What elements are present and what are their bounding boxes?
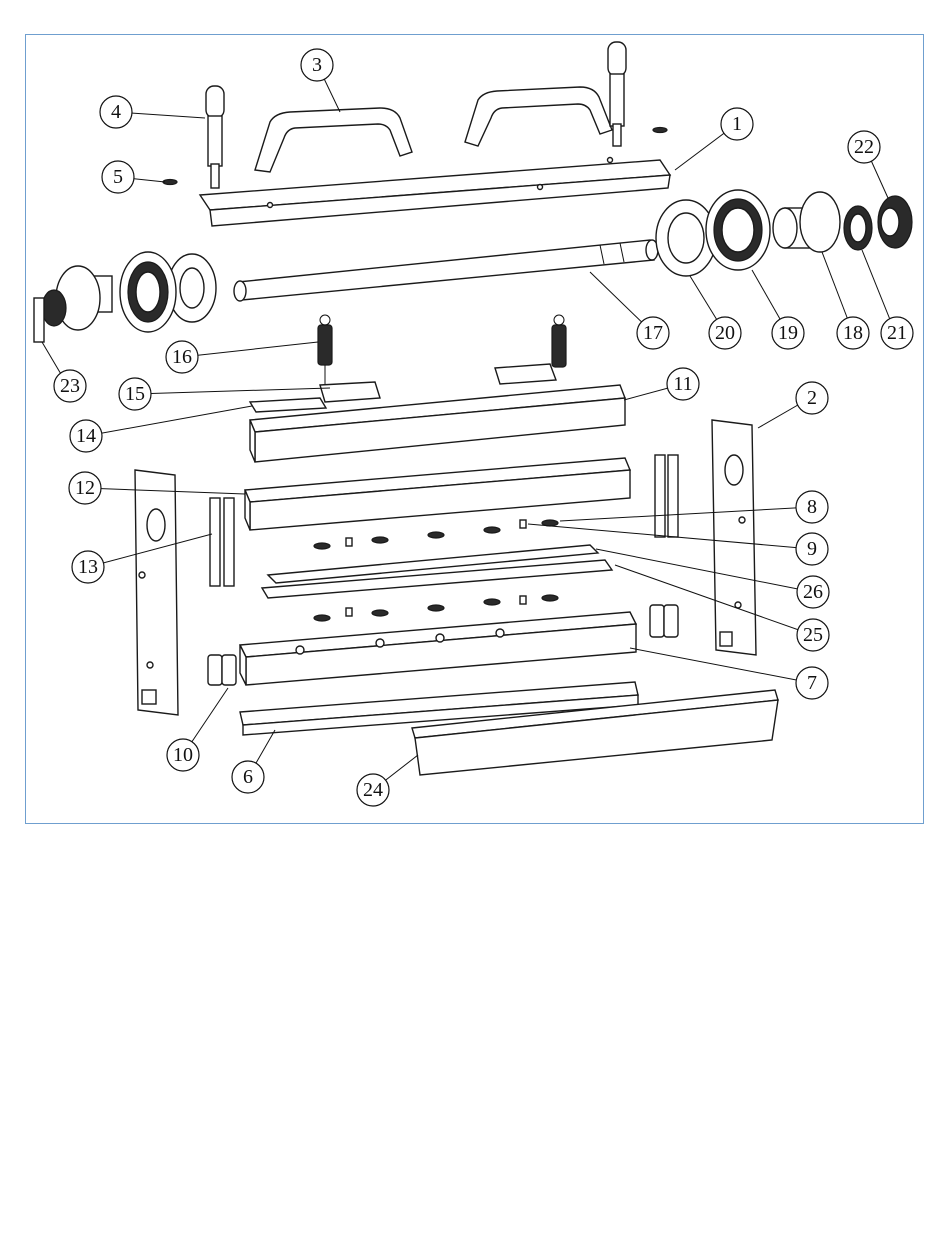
callout-21: 21 (881, 317, 913, 349)
callout-10: 10 (167, 739, 199, 771)
callout-26: 26 (797, 576, 829, 608)
part-side-plate-right (712, 420, 756, 655)
part-bracket-right (495, 364, 556, 384)
part-spring-right (552, 315, 566, 367)
part-pin-left (206, 86, 224, 188)
svg-text:5: 5 (113, 166, 123, 188)
callout-17: 17 (637, 317, 669, 349)
callout-4: 4 (100, 96, 132, 128)
part-bearing-21 (844, 206, 872, 250)
part-hub-18 (773, 192, 840, 252)
svg-text:19: 19 (778, 322, 798, 344)
part-bracket-15 (320, 382, 380, 402)
svg-text:24: 24 (363, 779, 383, 801)
callout-3: 3 (301, 49, 333, 81)
callout-9: 9 (796, 533, 828, 565)
callout-20: 20 (709, 317, 741, 349)
callout-12: 12 (69, 472, 101, 504)
svg-text:13: 13 (78, 556, 98, 578)
svg-text:23: 23 (60, 375, 80, 397)
callout-14: 14 (70, 420, 102, 452)
callout-11: 11 (667, 368, 699, 400)
svg-text:12: 12 (75, 477, 95, 499)
svg-text:2: 2 (807, 387, 817, 409)
part-bearing-19 (706, 190, 770, 270)
callout-6: 6 (232, 761, 264, 793)
svg-text:8: 8 (807, 496, 817, 518)
svg-text:14: 14 (76, 425, 96, 447)
svg-text:10: 10 (173, 744, 193, 766)
svg-text:6: 6 (243, 766, 253, 788)
callout-18: 18 (837, 317, 869, 349)
callout-15: 15 (119, 378, 151, 410)
callout-23: 23 (54, 370, 86, 402)
callout-2: 2 (796, 382, 828, 414)
svg-text:22: 22 (854, 136, 874, 158)
part-spring-left (318, 315, 332, 385)
callout-24: 24 (357, 774, 389, 806)
part-small-clip-right (653, 128, 667, 133)
part-pads-row-lower (314, 595, 558, 621)
part-left-bearing-stack (34, 252, 216, 342)
svg-text:25: 25 (803, 624, 823, 646)
part-handle-left (255, 108, 412, 172)
svg-text:15: 15 (125, 383, 145, 405)
part-plate-14 (250, 398, 326, 412)
part-small-clip (163, 180, 177, 185)
callout-19: 19 (772, 317, 804, 349)
callout-16: 16 (166, 341, 198, 373)
svg-text:20: 20 (715, 322, 735, 344)
svg-text:11: 11 (673, 373, 692, 395)
svg-text:9: 9 (807, 538, 817, 560)
svg-text:26: 26 (803, 581, 823, 603)
svg-text:7: 7 (807, 672, 817, 694)
callout-13: 13 (72, 551, 104, 583)
svg-text:4: 4 (111, 101, 121, 123)
part-lower-beam (245, 458, 630, 530)
part-posts-right (655, 455, 678, 537)
callout-25: 25 (797, 619, 829, 651)
callout-7: 7 (796, 667, 828, 699)
svg-text:18: 18 (843, 322, 863, 344)
part-feet-left (208, 655, 236, 685)
svg-text:21: 21 (887, 322, 907, 344)
svg-text:17: 17 (643, 322, 663, 344)
part-base-block (240, 612, 636, 685)
callout-8: 8 (796, 491, 828, 523)
part-roller-shaft (234, 240, 658, 301)
part-gear-22 (878, 196, 912, 248)
callout-1: 1 (721, 108, 753, 140)
part-handle-right (465, 87, 612, 146)
part-feet-right (650, 605, 678, 637)
part-upper-beam (250, 385, 625, 462)
part-pads-row-upper (314, 520, 558, 549)
svg-text:1: 1 (732, 113, 742, 135)
svg-text:16: 16 (172, 346, 192, 368)
callout-22: 22 (848, 131, 880, 163)
part-posts-left (210, 498, 234, 586)
svg-text:3: 3 (312, 54, 322, 76)
callout-5: 5 (102, 161, 134, 193)
part-side-plate-left (135, 470, 178, 715)
